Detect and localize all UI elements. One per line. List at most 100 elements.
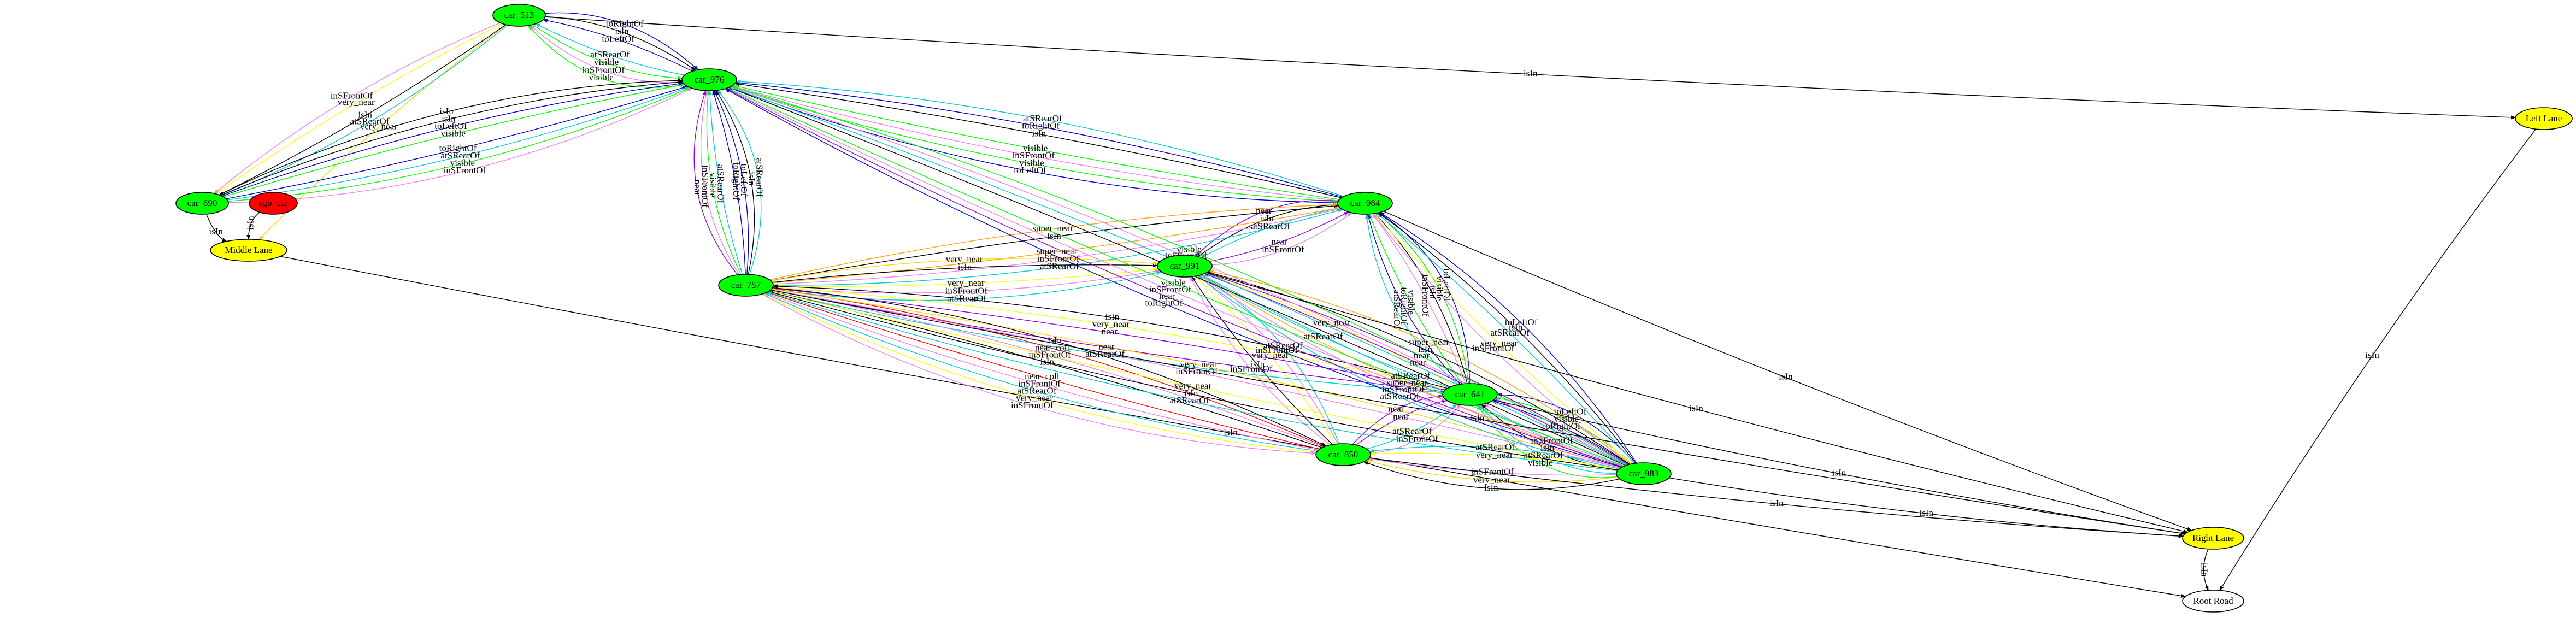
edge-label: atSRearOf xyxy=(1391,370,1430,381)
edge-label: isIn xyxy=(439,106,454,116)
edge-car_850-car_991 xyxy=(1190,276,1331,445)
edge-label: isIn xyxy=(1471,413,1485,423)
edge-label: very_near xyxy=(360,121,397,132)
edge-label: atSRearOf xyxy=(1040,261,1079,271)
edge-label: isIn xyxy=(1524,68,1538,79)
edge-label: visible xyxy=(1023,143,1048,154)
edge-car_983-car_984 xyxy=(1374,213,1632,464)
node-label: car_976 xyxy=(695,74,725,85)
edge-label: inSFrontOf xyxy=(1531,435,1573,446)
node-car-850[interactable]: car_850 xyxy=(1315,443,1371,466)
edge-car_757-right_lane xyxy=(770,290,2186,535)
node-middle-lane[interactable]: Middle Lane xyxy=(210,239,287,262)
edge-car_983-car_984 xyxy=(1373,213,1631,465)
edge-label: toLeftOf xyxy=(434,121,467,131)
edge-car_641-car_984 xyxy=(1372,213,1466,384)
node-car-984[interactable]: car_984 xyxy=(1337,192,1393,215)
edge-label: toRightOf xyxy=(1022,121,1060,131)
edge-car_757-car_976 xyxy=(717,90,762,275)
edge-label: isIn xyxy=(209,226,223,237)
edge-car_991-car_984 xyxy=(1201,207,1341,258)
node-car-991[interactable]: car_991 xyxy=(1157,255,1213,278)
edge-label: isIn xyxy=(1105,311,1120,322)
edge-label: isIn xyxy=(1779,372,1793,382)
node-car-690[interactable]: car_690 xyxy=(175,192,229,215)
edge-car_757-car_984 xyxy=(773,208,1342,285)
node-ellipse xyxy=(210,239,287,262)
node-root-road[interactable]: Root Road xyxy=(2182,590,2244,613)
edge-car_984-car_991 xyxy=(1195,200,1339,257)
node-car-983[interactable]: car_983 xyxy=(1616,462,1672,485)
edge-label: atSRearOf xyxy=(1263,340,1303,351)
node-ellipse xyxy=(681,68,737,91)
edge-label: inSFrontOf xyxy=(1175,366,1218,376)
edge-car_976-car_513 xyxy=(535,23,685,76)
edge-car_976-car_513 xyxy=(542,19,693,72)
edge-car_690-car_976 xyxy=(220,80,683,196)
edge-label: isIn xyxy=(1224,427,1238,437)
edge-car_513-car_690 xyxy=(219,24,506,196)
node-label: Middle Lane xyxy=(225,245,272,255)
edge-car_983-car_991 xyxy=(1207,271,1630,465)
edge-car_690-car_976 xyxy=(228,87,691,202)
edge-label: visible xyxy=(1434,276,1445,301)
edge-car_984-car_976 xyxy=(732,84,1340,200)
edge-label: toRightOf xyxy=(439,143,477,154)
node-ellipse xyxy=(2182,590,2244,613)
edge-car_641-car_984 xyxy=(1376,213,1469,384)
edge-label: inSFrontOf xyxy=(1028,350,1071,360)
edge-label: atSRearOf xyxy=(1392,290,1402,329)
edge-label: isIn xyxy=(1260,213,1274,223)
node-right-lane[interactable]: Right Lane xyxy=(2182,527,2244,550)
node-ego-car[interactable]: ego_car xyxy=(249,192,298,215)
edge-label: toRightOf xyxy=(1145,297,1183,308)
edge-car_513-car_976 xyxy=(545,12,699,70)
edge-label: near xyxy=(1388,403,1404,414)
edge-car_983-car_976 xyxy=(726,87,1624,467)
node-car-976[interactable]: car_976 xyxy=(681,68,737,91)
edge-car_641-right_lane xyxy=(1493,399,2186,535)
node-label: ego_car xyxy=(258,198,288,208)
edge-car_983-car_757 xyxy=(768,290,1619,470)
edge-label: isIn xyxy=(1484,482,1498,493)
edge-label: toRightOf xyxy=(606,19,644,29)
edge-label: isIn xyxy=(958,262,972,272)
edge-label: inSFrontOf xyxy=(331,91,373,101)
edge-car_850-right_lane xyxy=(1369,457,2184,538)
edge-label: near_coll xyxy=(1025,371,1060,381)
edge-car_757-car_991 xyxy=(771,258,1158,281)
edge-label: isIn xyxy=(1032,128,1046,138)
edge-label: visible xyxy=(708,173,718,197)
node-car-641[interactable]: car_641 xyxy=(1442,383,1498,406)
node-car-757[interactable]: car_757 xyxy=(718,274,774,297)
edge-label: near_coll xyxy=(1035,342,1070,352)
edge-label: isIn xyxy=(1769,498,1784,508)
edge-label: visible xyxy=(1161,278,1186,288)
edge-label: atSRearOf xyxy=(1023,113,1062,123)
edge-label: near xyxy=(1271,237,1287,247)
edge-label: atSRearOf xyxy=(1380,391,1419,401)
edge-car_984-car_976 xyxy=(735,81,1343,198)
node-label: car_850 xyxy=(1328,449,1358,460)
edge-label: toRightOf xyxy=(731,162,742,200)
edge-car_983-right_lane xyxy=(1669,477,2184,538)
edge-label: isIn xyxy=(245,216,256,230)
edge-label: isIn xyxy=(1040,357,1054,367)
edge-label: isIn xyxy=(1418,344,1432,354)
edge-label: near xyxy=(1098,342,1115,352)
edge-label: isIn xyxy=(1427,285,1438,299)
edge-car_757-car_850 xyxy=(762,293,1317,455)
edge-label: isIn xyxy=(1047,231,1061,241)
edge-car_976-car_513 xyxy=(530,25,683,83)
edge-car_983-car_757 xyxy=(767,291,1618,472)
node-car-513[interactable]: car_513 xyxy=(492,4,546,27)
edge-label: toLeftOf xyxy=(1014,165,1046,175)
edge-car_991-car_984 xyxy=(1209,211,1349,262)
edge-label: inSFrontOf xyxy=(1230,364,1273,374)
edge-label: inSFrontOf xyxy=(1149,284,1192,295)
edge-label: atSRearOf xyxy=(1524,450,1563,461)
edge-car_757-car_976 xyxy=(714,90,749,275)
node-label: car_690 xyxy=(187,198,217,208)
node-left-lane[interactable]: Left Lane xyxy=(2515,107,2573,130)
edge-car_513-car_690 xyxy=(220,25,508,196)
